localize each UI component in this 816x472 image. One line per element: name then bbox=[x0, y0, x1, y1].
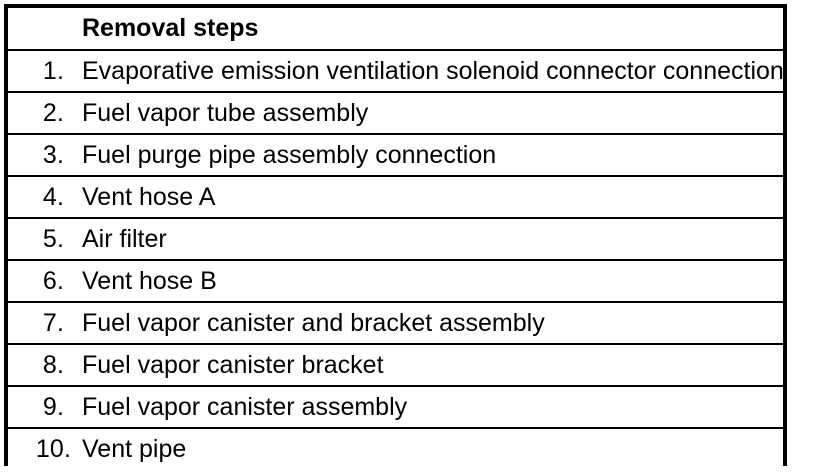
row-marker-b bbox=[17, 175, 25, 218]
step-number: 10. bbox=[25, 427, 82, 470]
table-header-row: Removal steps bbox=[8, 8, 783, 50]
row-marker-b bbox=[17, 91, 25, 134]
row-marker-a bbox=[8, 133, 17, 176]
row-marker-a bbox=[8, 217, 17, 260]
table-row: 9. Fuel vapor canister assembly bbox=[8, 385, 783, 428]
table-row: 10. Vent pipe bbox=[8, 427, 783, 470]
step-description: Fuel vapor canister and bracket assembly bbox=[82, 301, 783, 344]
step-number: 3. bbox=[25, 133, 82, 176]
step-description: Fuel vapor canister bracket bbox=[82, 343, 783, 386]
row-marker-a bbox=[8, 259, 17, 302]
step-description: Vent hose A bbox=[82, 175, 783, 218]
row-marker-a bbox=[8, 175, 17, 218]
row-marker-a bbox=[8, 301, 17, 344]
row-marker-b bbox=[17, 133, 25, 176]
row-marker-a bbox=[8, 385, 17, 428]
table-row: 4. Vent hose A bbox=[8, 175, 783, 218]
row-marker-a bbox=[8, 49, 17, 92]
step-description: Fuel vapor tube assembly bbox=[82, 91, 783, 134]
step-number: 1. bbox=[25, 49, 82, 92]
step-number: 8. bbox=[25, 343, 82, 386]
step-number: 9. bbox=[25, 385, 82, 428]
row-marker-b bbox=[17, 427, 25, 470]
row-marker-a bbox=[8, 427, 17, 470]
step-description: Air filter bbox=[82, 217, 783, 260]
row-marker-b bbox=[17, 385, 25, 428]
row-marker-b bbox=[17, 49, 25, 92]
step-number: 5. bbox=[25, 217, 82, 260]
row-marker-b bbox=[17, 343, 25, 386]
table-row: 2. Fuel vapor tube assembly bbox=[8, 91, 783, 134]
header-marker-column-b bbox=[17, 8, 25, 50]
step-number: 4. bbox=[25, 175, 82, 218]
table-row: 1. Evaporative emission ventilation sole… bbox=[8, 49, 783, 92]
step-description: Evaporative emission ventilation solenoi… bbox=[82, 49, 783, 92]
step-number: 2. bbox=[25, 91, 82, 134]
step-description: Fuel purge pipe assembly connection bbox=[82, 133, 783, 176]
step-description: Vent hose B bbox=[82, 259, 783, 302]
header-number-column bbox=[25, 8, 82, 50]
table-row: 5. Air filter bbox=[8, 217, 783, 260]
step-description: Fuel vapor canister assembly bbox=[82, 385, 783, 428]
step-number: 6. bbox=[25, 259, 82, 302]
row-marker-a bbox=[8, 343, 17, 386]
row-marker-b bbox=[17, 259, 25, 302]
table-row: 3. Fuel purge pipe assembly connection bbox=[8, 133, 783, 176]
step-number: 7. bbox=[25, 301, 82, 344]
step-description: Vent pipe bbox=[82, 427, 783, 470]
row-marker-b bbox=[17, 217, 25, 260]
steps-grid-body: Removal steps 1. Evaporative emission ve… bbox=[8, 8, 783, 470]
steps-grid: Removal steps 1. Evaporative emission ve… bbox=[8, 8, 783, 470]
header-marker-column-a bbox=[8, 8, 17, 50]
removal-steps-table: Removal steps 1. Evaporative emission ve… bbox=[4, 4, 787, 470]
table-row: 8. Fuel vapor canister bracket bbox=[8, 343, 783, 386]
row-marker-b bbox=[17, 301, 25, 344]
row-marker-a bbox=[8, 91, 17, 134]
table-row: 7. Fuel vapor canister and bracket assem… bbox=[8, 301, 783, 344]
table-title-removal-steps: Removal steps bbox=[82, 8, 783, 50]
table-row: 6. Vent hose B bbox=[8, 259, 783, 302]
